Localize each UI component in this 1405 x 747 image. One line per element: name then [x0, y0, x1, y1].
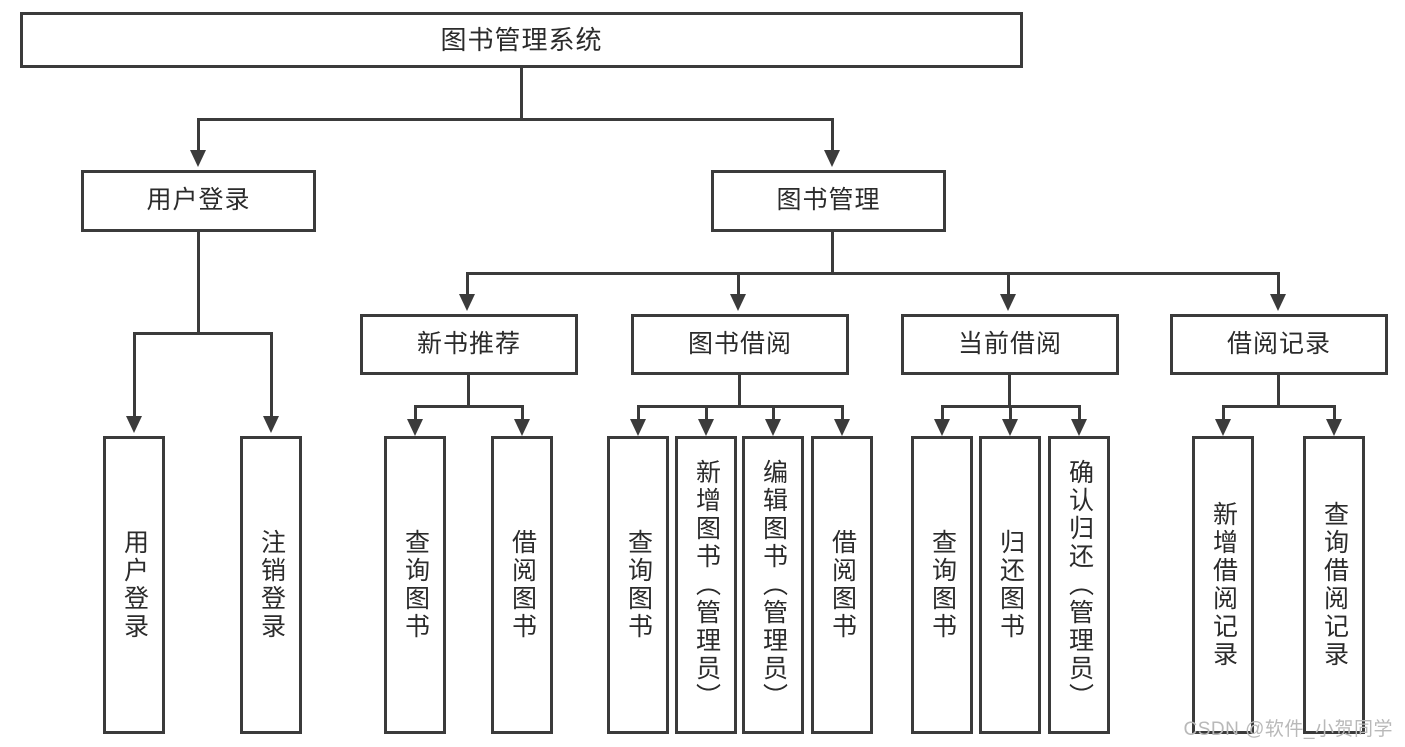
- arrowhead-userlogin-to-leaf1: [126, 416, 142, 433]
- edge-currentborrow-stem: [1008, 375, 1011, 407]
- edge-bookmgmt-to-borrow: [737, 272, 740, 294]
- node-label: 当前借阅: [957, 329, 1062, 358]
- edge-newbook-bus: [414, 405, 524, 408]
- leaf-user-login-signin[interactable]: 用户登录: [103, 436, 165, 734]
- node-label: 确认归还（管理员）: [1065, 459, 1094, 711]
- node-current-borrow[interactable]: 当前借阅: [901, 314, 1119, 375]
- edge-currentborrow-to-leaf1: [941, 405, 944, 419]
- edge-bookborrow-stem: [738, 375, 741, 407]
- node-label: 用户登录: [120, 529, 149, 641]
- edge-borrowrecord-bus: [1222, 405, 1336, 408]
- node-label: 新书推荐: [416, 329, 521, 358]
- edge-root-to-userlogin: [197, 118, 200, 150]
- edge-root-stem: [520, 68, 523, 120]
- edge-root-to-bookmgmt: [831, 118, 834, 150]
- arrowhead-bookborrow-to-leaf2: [698, 419, 714, 436]
- arrowhead-userlogin-to-leaf2: [263, 416, 279, 433]
- arrowhead-root-to-bookmgmt: [824, 150, 840, 167]
- edge-bookmgmt-stem: [831, 232, 834, 274]
- leaf-bookborrow-borrow[interactable]: 借阅图书: [811, 436, 873, 734]
- arrowhead-borrowrecord-to-leaf1: [1215, 419, 1231, 436]
- edge-bookmgmt-to-current: [1007, 272, 1010, 294]
- node-label: 查询图书: [401, 529, 430, 641]
- leaf-currentborrow-return[interactable]: 归还图书: [979, 436, 1041, 734]
- leaf-user-login-signout[interactable]: 注销登录: [240, 436, 302, 734]
- arrowhead-bookborrow-to-leaf1: [630, 419, 646, 436]
- edge-newbook-to-leaf2: [521, 405, 524, 419]
- node-label: 新增图书（管理员）: [692, 459, 721, 711]
- node-label: 借阅图书: [828, 529, 857, 641]
- node-label: 查询图书: [928, 529, 957, 641]
- leaf-bookborrow-query[interactable]: 查询图书: [607, 436, 669, 734]
- edge-borrowrecord-to-leaf1: [1222, 405, 1225, 419]
- node-label: 查询借阅记录: [1320, 501, 1349, 669]
- edge-bookborrow-to-leaf2: [705, 405, 708, 419]
- leaf-newbook-query[interactable]: 查询图书: [384, 436, 446, 734]
- node-new-book-recommend[interactable]: 新书推荐: [360, 314, 578, 375]
- edge-newbook-to-leaf1: [414, 405, 417, 419]
- node-root-system[interactable]: 图书管理系统: [20, 12, 1023, 68]
- node-label: 新增借阅记录: [1209, 501, 1238, 669]
- arrowhead-borrowrecord-to-leaf2: [1326, 419, 1342, 436]
- node-label: 图书管理: [776, 186, 881, 215]
- node-user-login[interactable]: 用户登录: [81, 170, 316, 232]
- node-label: 用户登录: [146, 186, 251, 215]
- edge-userlogin-to-leaf1: [133, 332, 136, 416]
- node-label: 查询图书: [624, 529, 653, 641]
- node-book-management[interactable]: 图书管理: [711, 170, 946, 232]
- node-borrow-record[interactable]: 借阅记录: [1170, 314, 1388, 375]
- leaf-currentborrow-query[interactable]: 查询图书: [911, 436, 973, 734]
- arrowhead-bookborrow-to-leaf4: [834, 419, 850, 436]
- edge-borrowrecord-stem: [1277, 375, 1280, 407]
- edge-bookborrow-to-leaf3: [772, 405, 775, 419]
- edge-userlogin-stem: [197, 232, 200, 334]
- arrowhead-bookmgmt-to-borrow: [730, 294, 746, 311]
- edge-newbook-stem: [467, 375, 470, 407]
- edge-bookborrow-to-leaf1: [637, 405, 640, 419]
- arrowhead-bookmgmt-to-newbook: [459, 294, 475, 311]
- edge-currentborrow-to-leaf2: [1009, 405, 1012, 419]
- node-label: 借阅记录: [1226, 329, 1331, 358]
- arrowhead-bookmgmt-to-record: [1270, 294, 1286, 311]
- edge-borrowrecord-to-leaf2: [1333, 405, 1336, 419]
- edge-bookmgmt-bus: [466, 272, 1280, 275]
- node-label: 编辑图书（管理员）: [759, 459, 788, 711]
- leaf-newbook-borrow[interactable]: 借阅图书: [491, 436, 553, 734]
- arrowhead-bookborrow-to-leaf3: [765, 419, 781, 436]
- leaf-borrowrecord-add[interactable]: 新增借阅记录: [1192, 436, 1254, 734]
- arrowhead-currentborrow-to-leaf2: [1002, 419, 1018, 436]
- node-label: 图书管理系统: [440, 24, 603, 55]
- edge-bookmgmt-to-record: [1277, 272, 1280, 294]
- arrowhead-newbook-to-leaf1: [407, 419, 423, 436]
- arrowhead-currentborrow-to-leaf1: [934, 419, 950, 436]
- leaf-bookborrow-edit[interactable]: 编辑图书（管理员）: [742, 436, 804, 734]
- node-label: 归还图书: [996, 529, 1025, 641]
- leaf-bookborrow-add[interactable]: 新增图书（管理员）: [675, 436, 737, 734]
- arrowhead-newbook-to-leaf2: [514, 419, 530, 436]
- arrowhead-bookmgmt-to-current: [1000, 294, 1016, 311]
- node-label: 图书借阅: [687, 329, 792, 358]
- edge-userlogin-to-leaf2: [270, 332, 273, 416]
- leaf-borrowrecord-query[interactable]: 查询借阅记录: [1303, 436, 1365, 734]
- node-label: 借阅图书: [508, 529, 537, 641]
- edge-root-bus: [197, 118, 834, 121]
- edge-currentborrow-to-leaf3: [1078, 405, 1081, 419]
- node-book-borrow[interactable]: 图书借阅: [631, 314, 849, 375]
- edge-userlogin-bus: [133, 332, 273, 335]
- arrowhead-root-to-userlogin: [190, 150, 206, 167]
- leaf-currentborrow-confirm[interactable]: 确认归还（管理员）: [1048, 436, 1110, 734]
- edge-bookborrow-to-leaf4: [841, 405, 844, 419]
- arrowhead-currentborrow-to-leaf3: [1071, 419, 1087, 436]
- node-label: 注销登录: [257, 529, 286, 641]
- edge-bookborrow-bus: [637, 405, 844, 408]
- edge-bookmgmt-to-newbook: [466, 272, 469, 294]
